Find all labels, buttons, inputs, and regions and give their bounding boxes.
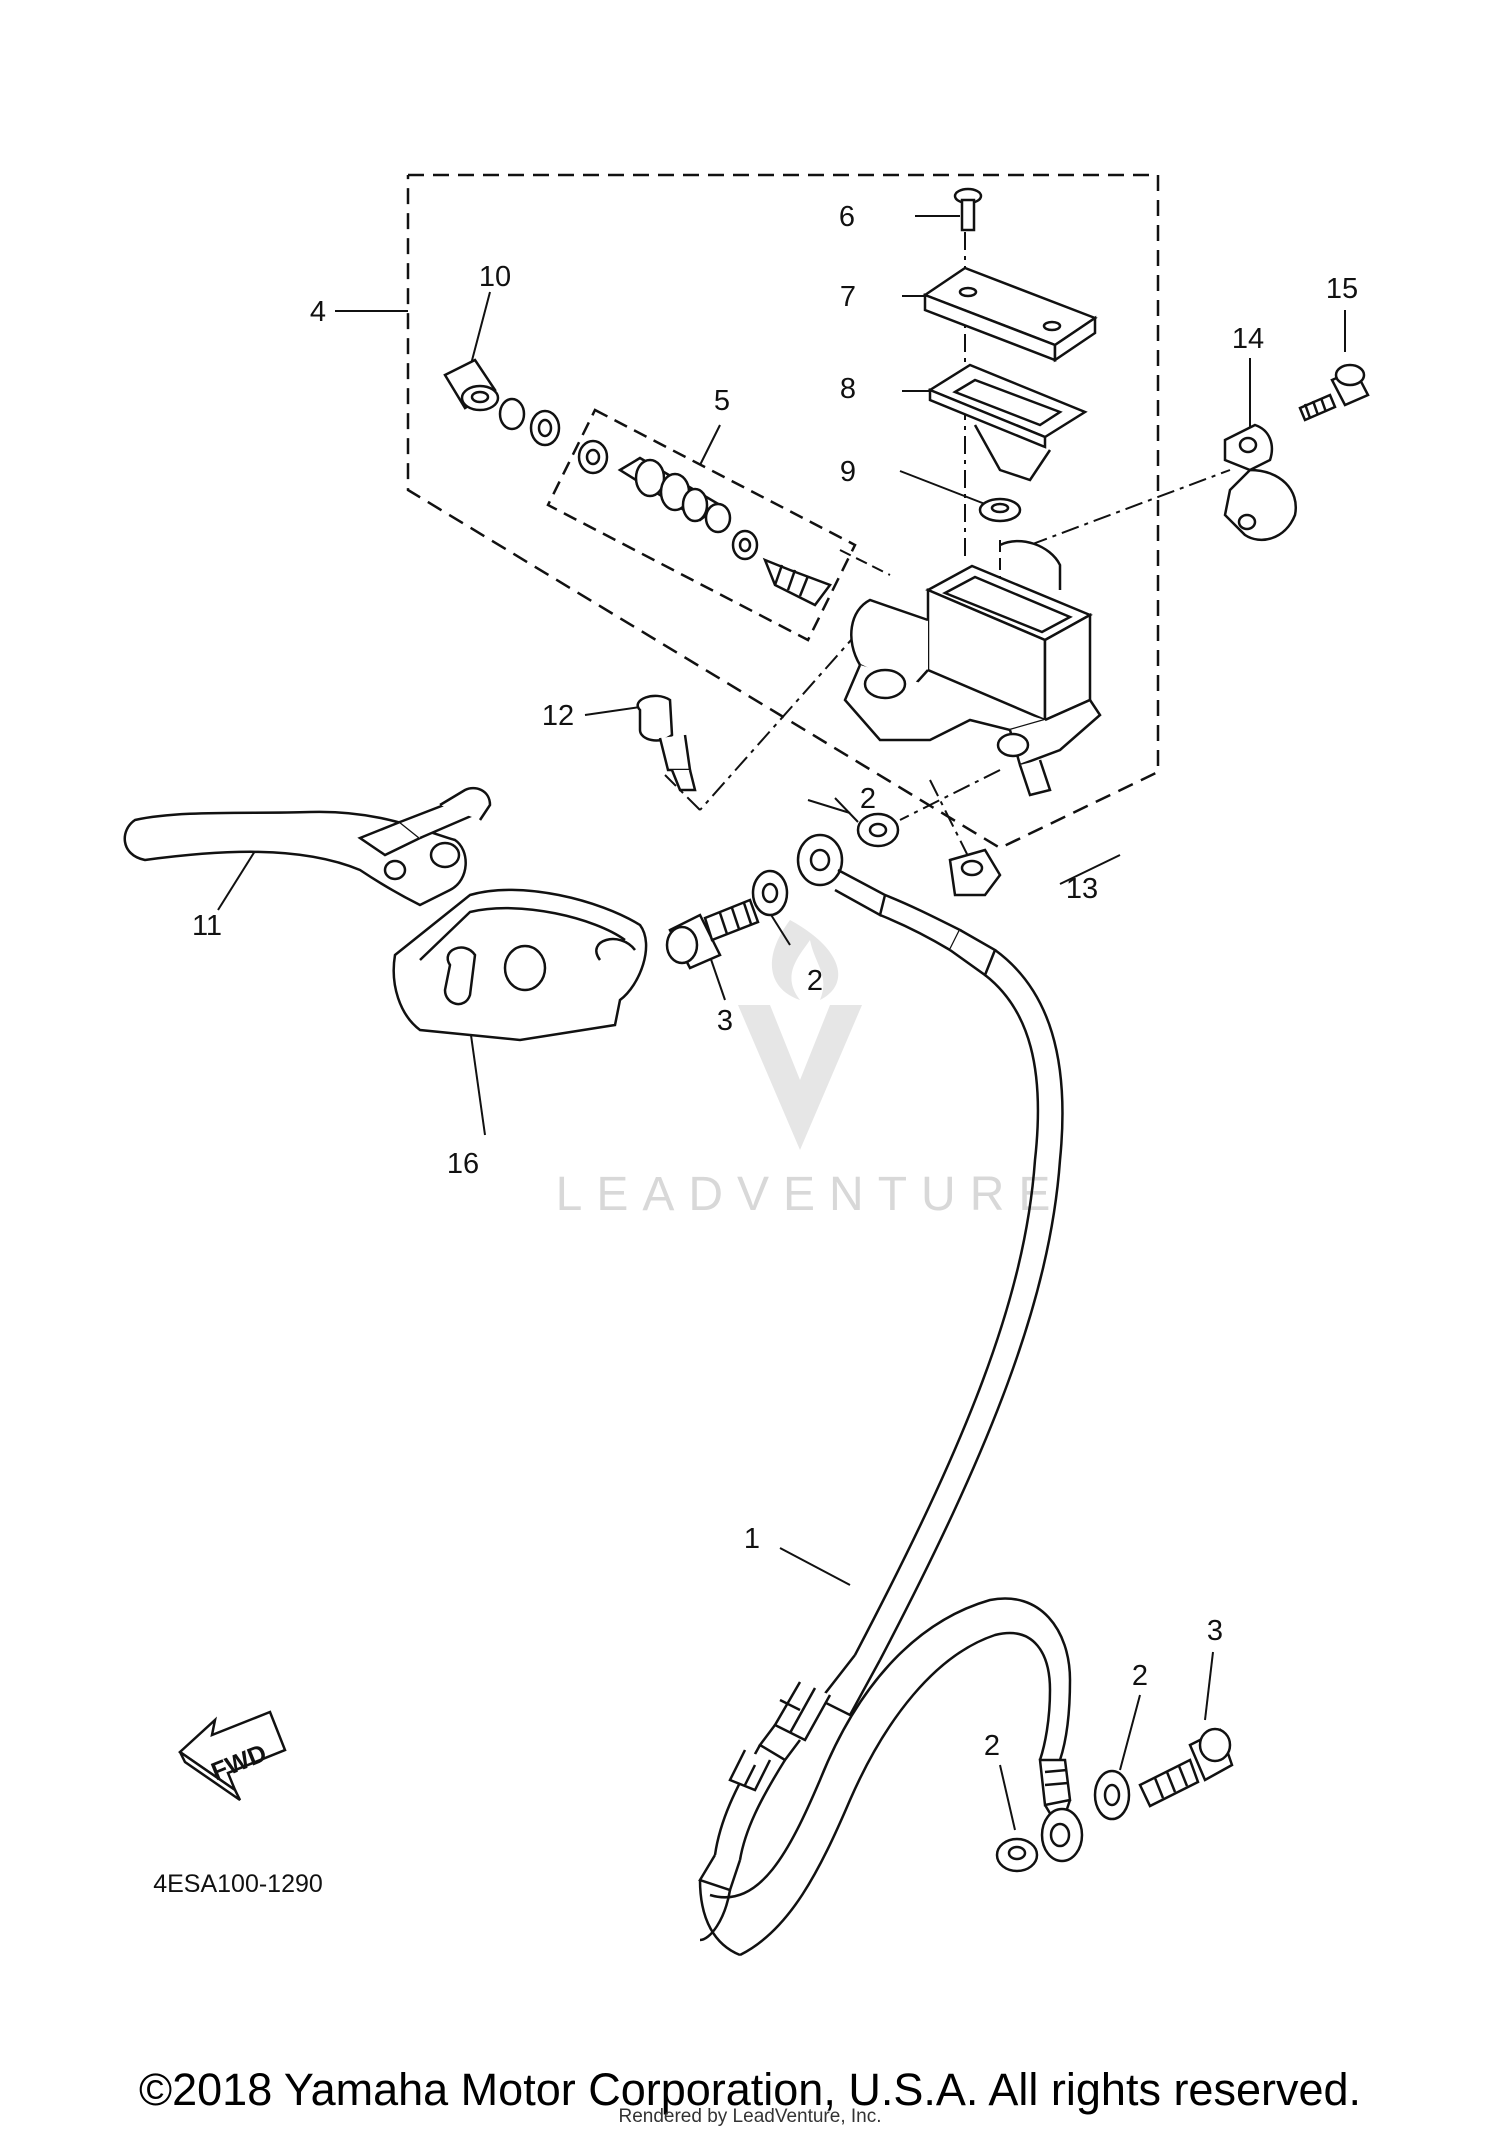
part-7-reservoir-cap — [922, 266, 1098, 363]
circlip-and-seal — [498, 397, 561, 447]
callout-2: 2 — [860, 783, 876, 815]
callout-3: 3 — [717, 1005, 733, 1037]
assembly-boundary — [406, 173, 1160, 850]
part-12-pivot-bolt — [636, 694, 697, 792]
callout-2: 2 — [984, 1730, 1000, 1762]
part-11-brake-lever — [123, 786, 492, 907]
part-16-lever-guard — [392, 888, 648, 1042]
callout-1: 1 — [744, 1523, 760, 1555]
part-14-holder — [1223, 423, 1298, 542]
part-1-brake-hose — [698, 833, 1084, 1957]
part-13-nut — [948, 848, 1002, 897]
diagram-code: 4ESA100-1290 — [153, 1870, 323, 1898]
callout-6: 6 — [839, 201, 855, 233]
part-5-piston-kit — [577, 439, 833, 607]
part-8-diaphragm — [927, 363, 1088, 482]
part-3-banjo-bolt-upper — [665, 898, 760, 970]
callout-7: 7 — [840, 281, 856, 313]
leader-lines — [217, 215, 1346, 1831]
callout-10: 10 — [479, 261, 511, 293]
callout-2: 2 — [807, 965, 823, 997]
part-3-banjo-bolt-lower — [1138, 1727, 1234, 1808]
watermark-text: LEADVENTURE — [556, 1168, 1065, 1221]
callout-5: 5 — [714, 385, 730, 417]
part-6-screw — [953, 187, 983, 232]
part-9-bushing — [978, 497, 1022, 523]
watermark-logo — [738, 920, 862, 1150]
callout-16: 16 — [447, 1148, 479, 1180]
callout-4: 4 — [310, 296, 326, 328]
callout-9: 9 — [840, 456, 856, 488]
part-10-boot — [443, 358, 500, 412]
part-15-bolt — [1298, 363, 1370, 422]
master-cylinder-body — [843, 539, 1102, 797]
copyright-notice: ©2018 Yamaha Motor Corporation, U.S.A. A… — [138, 2064, 1362, 2115]
callout-13: 13 — [1066, 873, 1098, 905]
part-2-washer-lower — [995, 1769, 1131, 1873]
piston-kit-boundary — [546, 408, 857, 642]
callout-2: 2 — [1132, 1660, 1148, 1692]
part-2-washer-upper — [751, 812, 900, 917]
callout-labels: 1 2 2 2 2 3 3 4 5 6 7 8 9 10 11 12 13 14… — [192, 201, 1358, 1762]
callout-12: 12 — [542, 700, 574, 732]
callout-11: 11 — [192, 910, 222, 942]
fwd-arrow-icon — [177, 1710, 287, 1802]
callout-15: 15 — [1326, 273, 1358, 305]
callout-14: 14 — [1232, 323, 1264, 355]
rendered-by-credit: Rendered by LeadVenture, Inc. — [618, 2106, 882, 2127]
callout-3: 3 — [1207, 1615, 1223, 1647]
callout-8: 8 — [840, 373, 856, 405]
